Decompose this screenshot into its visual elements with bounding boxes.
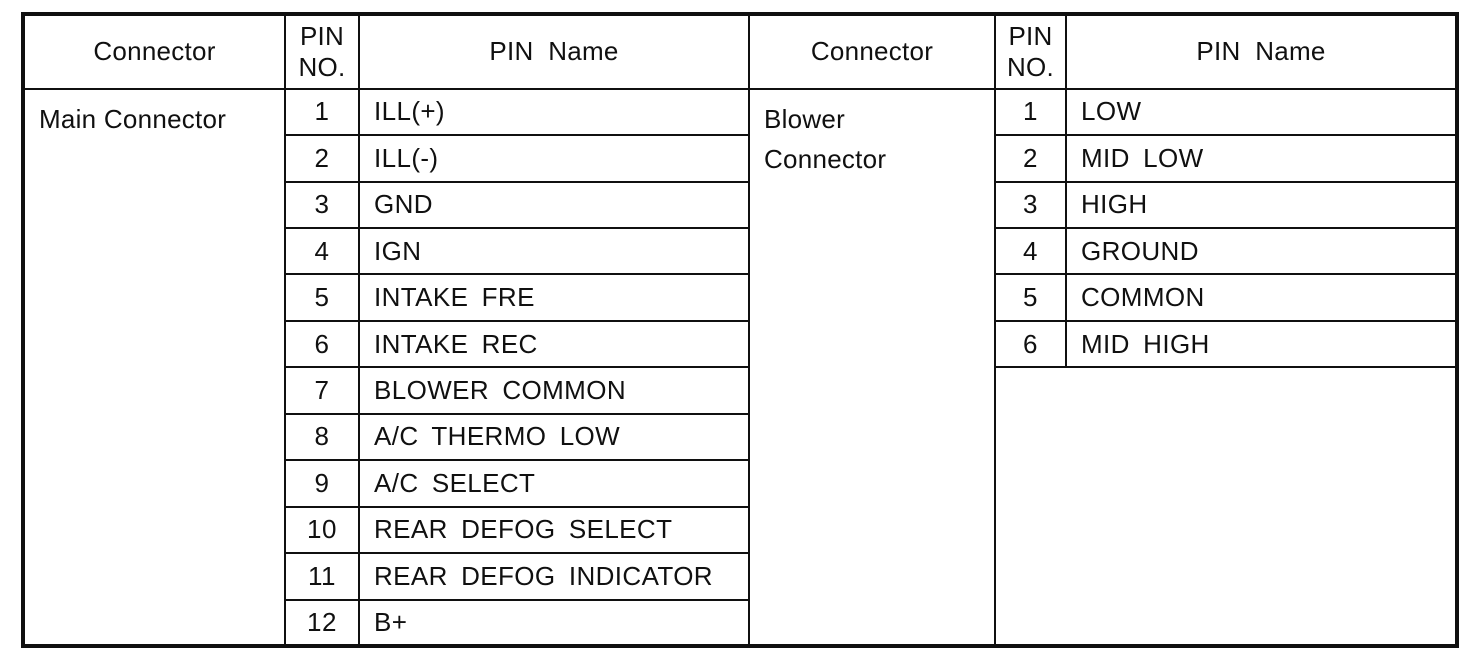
- table-row: Main Connector 1 ILL(+) Blower Connector…: [22, 87, 1458, 648]
- pin-name-cell: BLOWER COMMON: [358, 366, 750, 415]
- pin-name-cell: REAR DEFOG SELECT: [358, 505, 750, 555]
- table-row: 11 REAR DEFOG INDICATOR: [23, 552, 1457, 601]
- table-row: 10 REAR DEFOG SELECT: [23, 505, 1457, 555]
- pin-no-cell: 10: [284, 505, 360, 555]
- column-header-pin-no-right: PIN NO.: [994, 13, 1067, 90]
- pin-no-cell: 5: [284, 273, 360, 322]
- pin-name-cell: HIGH: [1065, 180, 1458, 230]
- pin-no-cell: 9: [284, 459, 360, 508]
- pin-no-cell: 2: [284, 134, 360, 183]
- pin-name-cell: MID LOW: [1065, 134, 1458, 183]
- pin-name-cell: REAR DEFOG INDICATOR: [358, 552, 750, 601]
- pin-no-cell: 8: [284, 412, 360, 462]
- pin-no-cell: 6: [994, 319, 1067, 369]
- table-row: 8 A/C THERMO LOW: [23, 412, 1457, 462]
- pin-name-cell: COMMON: [1065, 273, 1458, 322]
- pin-name-cell: GND: [358, 180, 750, 230]
- pin-no-cell: 5: [994, 273, 1067, 322]
- pin-no-cell: 4: [994, 227, 1067, 276]
- pin-name-cell: ILL(-): [358, 134, 750, 183]
- table-row: 9 A/C SELECT: [23, 459, 1457, 508]
- pin-no-cell: 7: [284, 366, 360, 415]
- pin-no-cell: 6: [284, 319, 360, 369]
- pin-no-cell: 1: [994, 87, 1067, 137]
- pin-name-cell: IGN: [358, 227, 750, 276]
- pin-no-cell: 4: [284, 227, 360, 276]
- connector-name-main: Main Connector: [22, 87, 286, 648]
- header-row: Connector PIN NO. PIN Name Connector PIN…: [22, 13, 1458, 90]
- pin-no-cell: 11: [284, 552, 360, 601]
- pin-no-cell: 2: [994, 134, 1067, 183]
- table-row: 5 INTAKE FRE 5 COMMON: [23, 273, 1458, 322]
- pin-no-cell: 1: [284, 87, 360, 137]
- pin-assignment-table: Connector PIN NO. PIN Name Connector PIN…: [21, 12, 1459, 648]
- column-header-pin-name-right: PIN Name: [1065, 13, 1458, 90]
- pin-no-cell: 3: [284, 180, 360, 230]
- pin-name-cell: A/C SELECT: [358, 459, 750, 508]
- pin-no-cell: 12: [284, 598, 360, 648]
- column-header-connector-right: Connector: [748, 13, 996, 90]
- column-header-pin-no-left: PIN NO.: [284, 13, 360, 90]
- pin-no-cell: 3: [994, 180, 1067, 230]
- pin-name-cell: GROUND: [1065, 227, 1458, 276]
- column-header-connector-left: Connector: [22, 13, 286, 90]
- pin-name-cell: A/C THERMO LOW: [358, 412, 750, 462]
- table-row: 7 BLOWER COMMON: [23, 366, 1458, 647]
- table-row: 3 GND 3 HIGH: [23, 180, 1458, 230]
- empty-region: [994, 366, 1458, 647]
- connector-name-blower: Blower Connector: [748, 87, 996, 648]
- pin-name-cell: INTAKE REC: [358, 319, 750, 369]
- pin-name-cell: B+: [358, 598, 750, 648]
- table-row: 12 B+: [23, 598, 1457, 648]
- pin-name-cell: INTAKE FRE: [358, 273, 750, 322]
- table-row: 4 IGN 4 GROUND: [23, 227, 1458, 276]
- pin-name-cell: LOW: [1065, 87, 1458, 137]
- column-header-pin-name-left: PIN Name: [358, 13, 750, 90]
- table-row: 2 ILL(-) 2 MID LOW: [23, 134, 1458, 183]
- pin-name-cell: ILL(+): [358, 87, 750, 137]
- pin-name-cell: MID HIGH: [1065, 319, 1458, 369]
- table-row: 6 INTAKE REC 6 MID HIGH: [23, 319, 1458, 369]
